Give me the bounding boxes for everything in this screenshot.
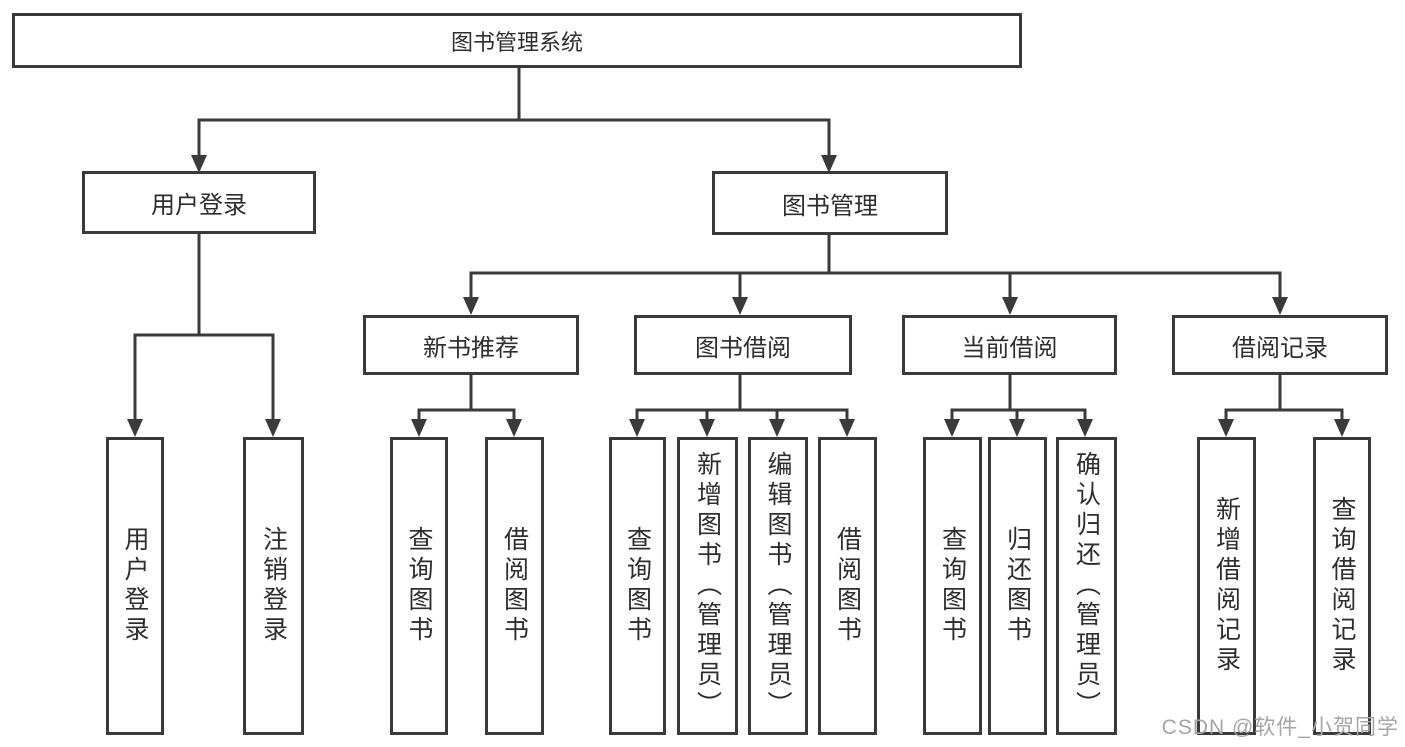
leaf-current-query: 查询图书 [923,437,982,735]
arrowhead-down [944,419,960,437]
connector-book-mgmt-to-level3 [463,235,1288,315]
arrowhead-down [265,419,281,437]
arrowhead-down [506,419,522,437]
leaf-records-add: 新增借阅记录 [1197,437,1256,735]
connector-borrow-records-branch [1218,375,1350,437]
leaf-borrow-add-admin: 新增图书（管理员） [677,437,738,735]
arrowhead-down [699,419,715,437]
arrowhead-down [411,419,427,437]
leaf-borrow-query: 查询图书 [609,437,666,735]
connector-current-borrow-branch [944,375,1093,437]
node-new-book-recommend: 新书推荐 [363,315,579,375]
node-current-borrow: 当前借阅 [902,315,1117,375]
leaf-newbooks-query: 查询图书 [390,437,448,735]
connector-line [417,408,516,421]
connector-line [197,118,831,158]
arrowhead-down [1334,419,1350,437]
arrowhead-down [769,419,785,437]
leaf-borrow-borrow: 借阅图书 [818,437,877,735]
connector-line [469,271,1282,298]
arrowhead-down [1272,297,1288,315]
arrowhead-down [839,419,855,437]
connector-user-login-branch [127,233,281,437]
arrowhead-down [127,419,143,437]
arrowhead-down [1218,419,1234,437]
csdn-watermark: CSDN @软件_小贺同学 [1161,716,1399,739]
node-book-borrow: 图书借阅 [634,315,852,375]
leaf-newbooks-borrow: 借阅图书 [485,437,544,735]
leaf-user-login: 用户登录 [106,437,164,735]
leaf-borrow-edit-admin: 编辑图书（管理员） [748,437,808,735]
connector-line [1224,408,1344,421]
connector-root-to-level2 [191,66,837,173]
connector-line [635,408,849,421]
arrowhead-down [1002,297,1018,315]
arrowhead-down [191,155,207,173]
connector-book-borrow-branch [629,375,855,437]
connector-line [133,333,275,421]
node-library-system: 图书管理系统 [12,13,1022,68]
arrowhead-down [821,155,837,173]
node-book-management: 图书管理 [712,171,948,235]
leaf-records-query: 查询借阅记录 [1313,437,1371,735]
arrowhead-down [463,297,479,315]
arrowhead-down [629,419,645,437]
arrowhead-down [1009,419,1025,437]
leaf-current-return: 归还图书 [988,437,1047,735]
node-user-login: 用户登录 [82,171,316,234]
leaf-logout: 注销登录 [243,437,304,735]
connector-new-books-branch [411,375,522,437]
leaf-current-confirm-admin: 确认归还（管理员） [1056,437,1117,735]
arrowhead-down [732,297,748,315]
arrowhead-down [1077,419,1093,437]
node-borrow-records: 借阅记录 [1172,315,1388,375]
